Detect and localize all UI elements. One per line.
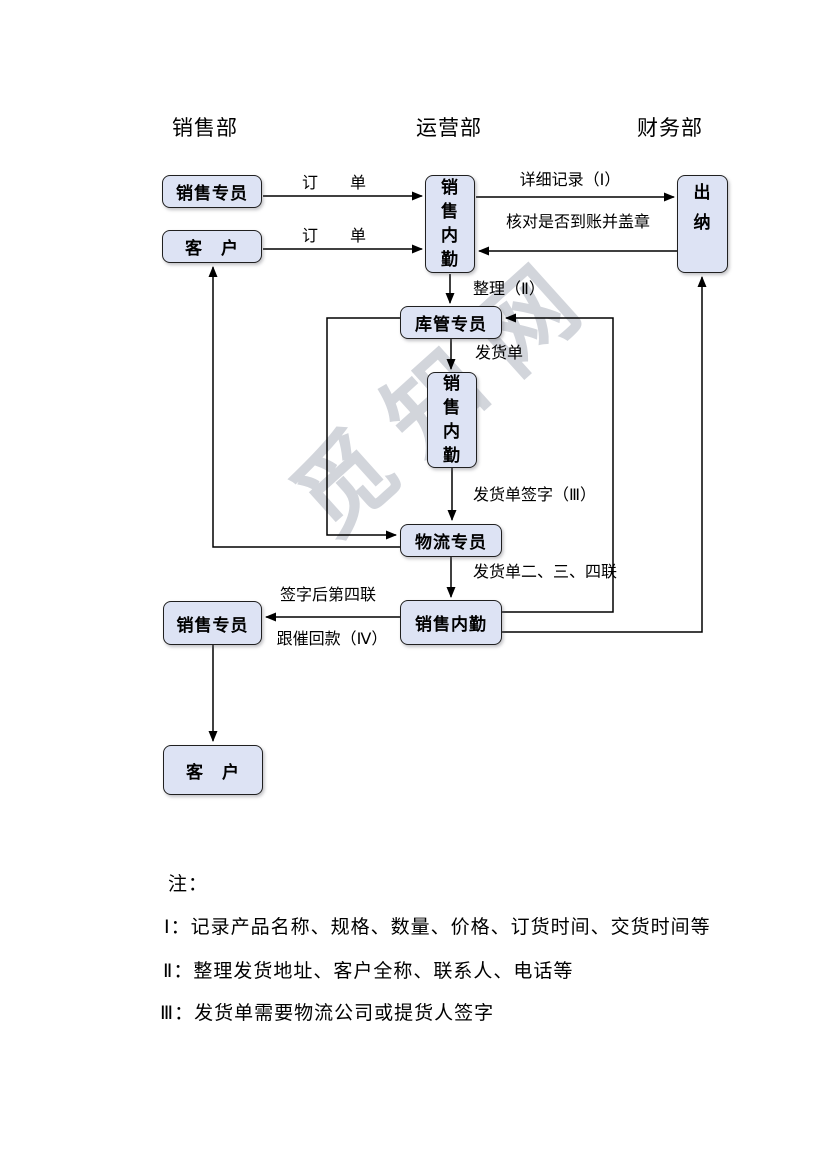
label-fourth-copy: 签字后第四联 <box>279 587 377 604</box>
label-organize: 整理（Ⅱ） <box>473 281 545 298</box>
edge-warehouse-to-logistics <box>326 317 400 540</box>
node-sales-office-bottom: 销售内勤 <box>400 600 502 645</box>
note-item-2: Ⅱ：整理发货地址、客户全称、联系人、电话等 <box>163 961 574 982</box>
label-delivery-copies: 发货单二、三、四联 <box>473 564 618 581</box>
node-warehouse-specialist: 库管专员 <box>400 306 502 339</box>
node-sales-specialist-top: 销售专员 <box>162 175 262 208</box>
node-sales-office-mid: 销 售 内 勤 <box>427 372 477 468</box>
label-detail-record: 详细记录（Ⅰ） <box>519 172 621 189</box>
label-order-2: 订 单 <box>301 228 367 245</box>
node-customer-bottom: 客 户 <box>163 745 263 795</box>
node-sales-specialist-bottom: 销售专员 <box>163 601 262 645</box>
note-item-3: Ⅲ：发货单需要物流公司或提货人签字 <box>160 1003 495 1024</box>
label-follow-up-payment: 跟催回款（Ⅳ） <box>276 631 388 648</box>
label-delivery-sign: 发货单签字（Ⅲ） <box>473 487 597 504</box>
node-customer-top: 客 户 <box>162 230 262 263</box>
lane-header-finance: 财务部 <box>637 117 703 140</box>
label-verify-stamp: 核对是否到账并盖章 <box>505 214 651 231</box>
node-sales-office-top: 销 售 内 勤 <box>425 175 475 273</box>
lane-header-sales: 销售部 <box>172 117 238 140</box>
edge-office-to-warehouse <box>502 313 614 613</box>
edge-office-to-cashier <box>502 276 707 633</box>
label-order-1: 订 单 <box>301 175 367 192</box>
node-logistics-specialist: 物流专员 <box>400 524 502 557</box>
notes-title: 注： <box>168 874 209 895</box>
label-delivery-note: 发货单 <box>475 345 524 362</box>
node-cashier: 出 纳 <box>677 175 728 273</box>
lane-header-operations: 运营部 <box>416 117 482 140</box>
edge-logistics-to-customer <box>208 266 400 548</box>
note-item-1: Ⅰ：记录产品名称、规格、数量、价格、订货时间、交货时间等 <box>164 917 711 938</box>
